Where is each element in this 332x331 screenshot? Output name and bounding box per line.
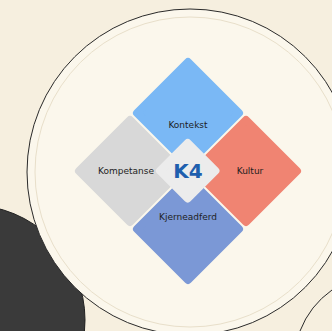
main-circle (27, 9, 332, 331)
center-label: K4 (173, 160, 202, 182)
diamond-label: Kjerneadferd (159, 212, 217, 223)
inner-ring (35, 17, 332, 327)
diamond-label: Kontekst (168, 120, 207, 131)
diamond-label: Kompetanse (98, 166, 154, 177)
side-arc (300, 290, 332, 331)
center-diamond: K4 (156, 139, 219, 202)
diamond-shape (137, 178, 239, 280)
diamond-shape (160, 143, 215, 198)
diamond-label: Kultur (237, 166, 264, 177)
